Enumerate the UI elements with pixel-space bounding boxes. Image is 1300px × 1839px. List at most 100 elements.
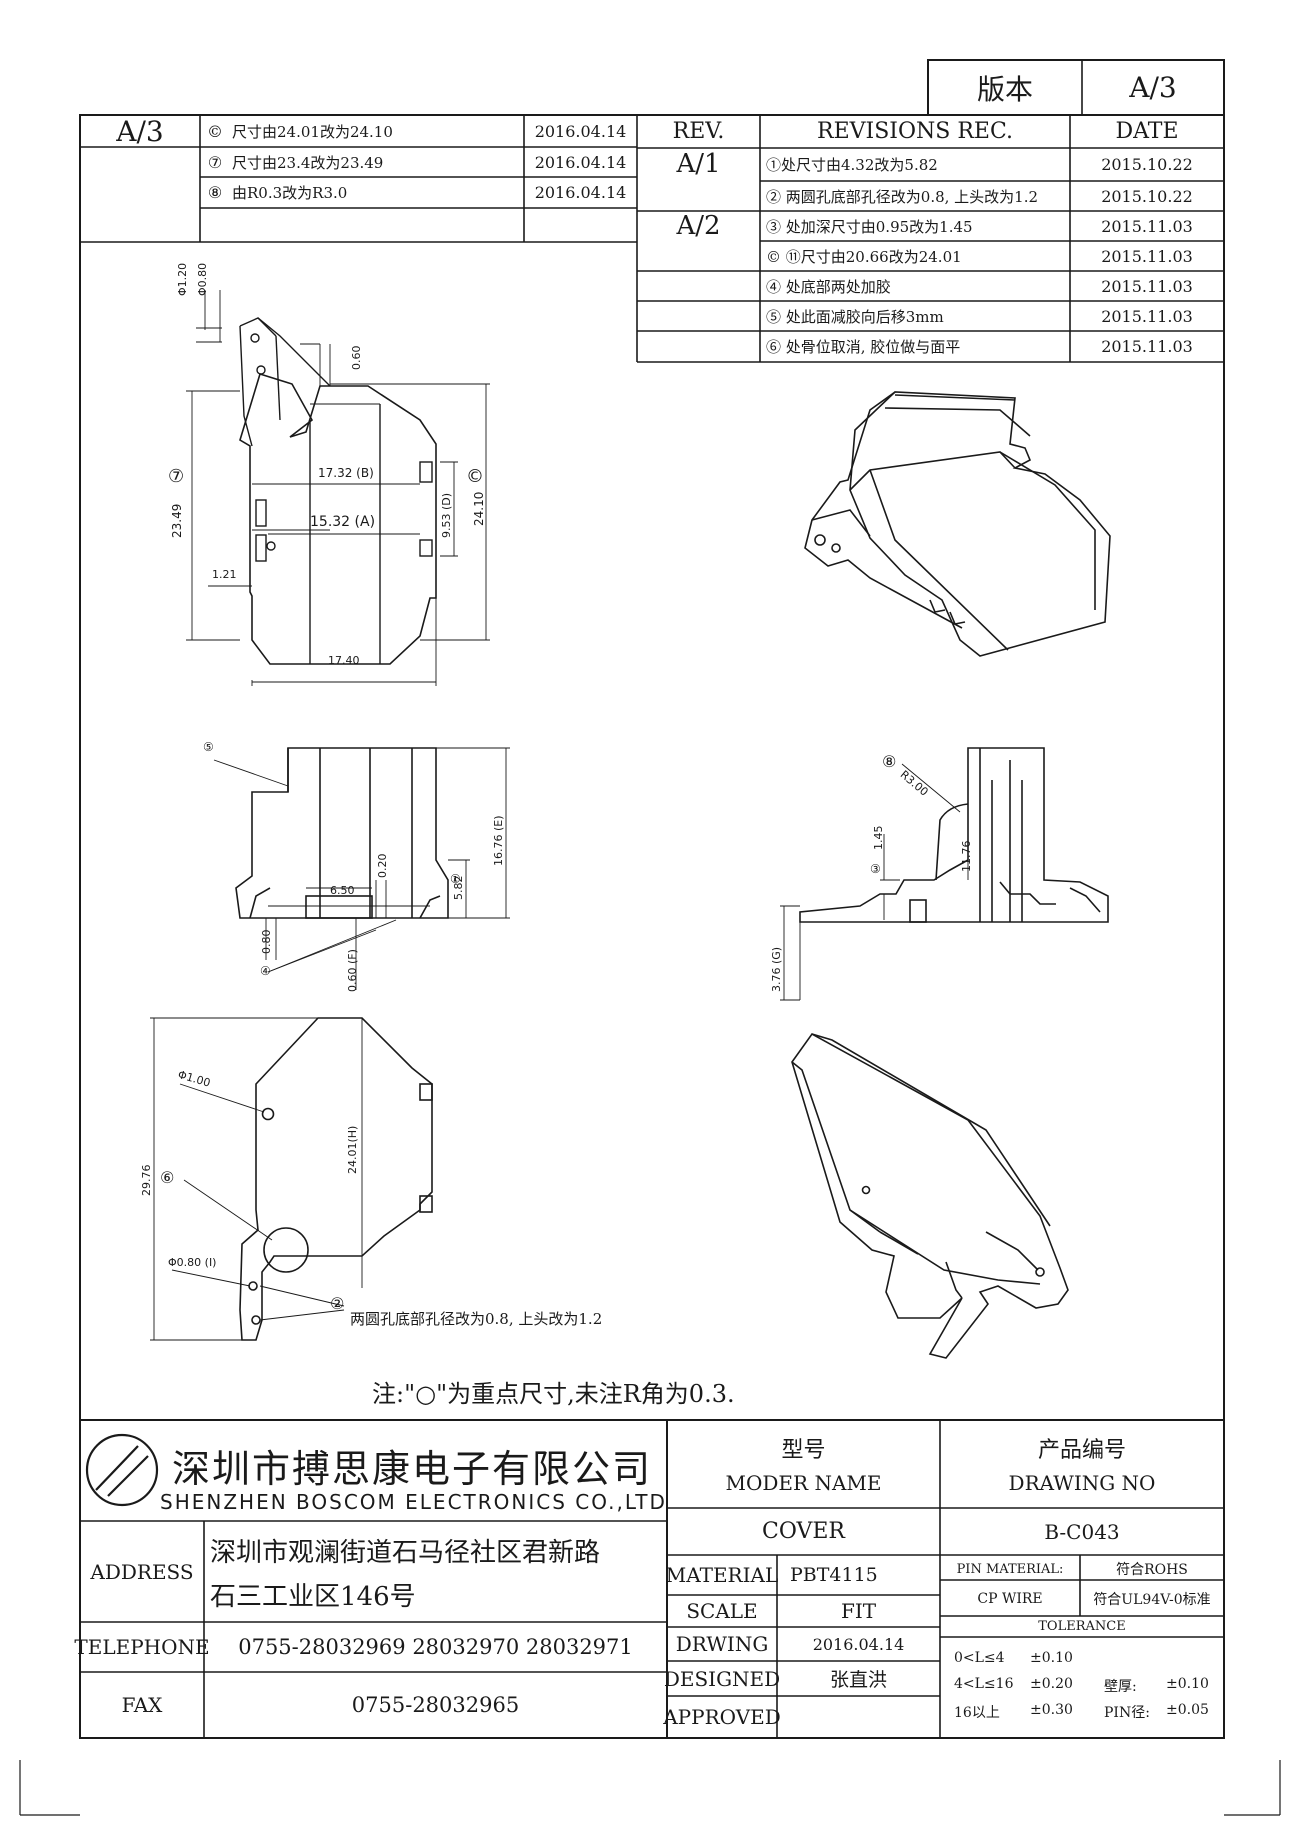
dim-label: Φ0.80 — [196, 262, 209, 296]
rev-row-date: 2015.11.03 — [1101, 246, 1193, 266]
rev-row-text: ③ 处加深尺寸由0.95改为1.45 — [766, 217, 973, 236]
address-label: ADDRESS — [90, 1559, 194, 1584]
tolerance-extra-label: PIN径: — [1104, 1705, 1150, 1721]
dim-marker: © — [466, 466, 484, 487]
rev-row-text: ⑥ 处骨位取消, 胶位做与面平 — [766, 338, 961, 356]
drawing-note: 注:"○"为重点尺寸,未注R角为0.3. — [372, 1380, 735, 1408]
rev-row-text: ⑤ 处此面减胶向后移3mm — [766, 307, 944, 326]
tolerance-label: TOLERANCE — [1038, 1619, 1126, 1634]
dim-marker: ⑧ — [882, 752, 897, 771]
drawing-label-cn: 产品编号 — [1037, 1438, 1126, 1463]
version-label: 版本 — [976, 72, 1033, 106]
approved-value — [777, 1696, 940, 1738]
rev-row-text: ② 两圆孔底部孔径改为0.8, 上头改为1.2 — [766, 187, 1039, 206]
revision-callout: 两圆孔底部孔径改为0.8, 上头改为1.2 — [350, 1310, 603, 1328]
rev-row-date: 2015.11.03 — [1101, 337, 1193, 356]
drwing-value: 2016.04.14 — [812, 1634, 905, 1654]
rev-row-text: © ⑪尺寸由20.66改为24.01 — [766, 247, 962, 266]
fax-label: FAX — [121, 1693, 163, 1717]
approved-label: APPROVED — [663, 1705, 781, 1729]
dim-label: 17.32 (B) — [318, 466, 374, 480]
rev-header-rec: REVISIONS REC. — [817, 119, 1013, 144]
tolerance-extra-label: 壁厚: — [1104, 1679, 1137, 1695]
rev-row-text: ④ 处底部两处加胶 — [766, 277, 891, 296]
drwing-label: DRWING — [675, 1632, 769, 1656]
scale-label: SCALE — [686, 1599, 758, 1623]
tolerance-value: ±0.30 — [1030, 1702, 1073, 1718]
fax-value: 0755-28032965 — [351, 1693, 520, 1717]
drawing-number: B-C043 — [1044, 1519, 1120, 1544]
version-value: A/3 — [1129, 71, 1177, 104]
designed-value: 张直洪 — [829, 1669, 887, 1691]
rev-left-mark: ⑧ — [207, 183, 223, 202]
scale-value: FIT — [840, 1599, 877, 1623]
rev-left-date: 2016.04.14 — [534, 121, 627, 141]
rev-left-date: 2016.04.14 — [534, 152, 627, 172]
rev-header-rev: REV. — [672, 119, 725, 144]
pin-material-label: PIN MATERIAL: — [956, 1561, 1064, 1577]
model-label-cn: 型号 — [781, 1438, 826, 1463]
rev-left-mark: © — [207, 121, 223, 141]
rev-left-date: 2016.04.14 — [534, 183, 627, 202]
rev-left-code: A/3 — [116, 114, 164, 148]
dim-label: 0.60 (F) — [346, 949, 359, 992]
dim-marker: ⑦ — [168, 466, 185, 487]
company-name-cn: 深圳市搏思康电子有限公司 — [172, 1447, 653, 1491]
address-line-2: 石三工业区146号 — [210, 1582, 416, 1612]
rev-row-date: 2015.11.03 — [1101, 306, 1193, 326]
tolerance-value: ±0.20 — [1030, 1676, 1073, 1692]
cp-wire-label: CP WIRE — [977, 1591, 1043, 1607]
telephone-label: TELEPHONE — [74, 1635, 210, 1659]
material-label: MATERIAL — [665, 1563, 779, 1587]
dim-label: 29.76 — [140, 1164, 153, 1197]
dim-marker: ⑤ — [203, 740, 214, 754]
material-value: PBT4115 — [790, 1564, 878, 1586]
tolerance-value: ±0.10 — [1030, 1650, 1073, 1666]
rev-group-code: A/2 — [676, 211, 721, 241]
dim-label: 24.01(H) — [346, 1125, 359, 1174]
rev-row-date: 2015.10.22 — [1101, 155, 1193, 174]
tolerance-range: 0<L≤4 — [954, 1650, 1005, 1666]
pin-material-value: 符合ROHS — [1116, 1562, 1188, 1578]
dim-marker: ④ — [260, 964, 271, 978]
rev-left-text: 尺寸由23.4改为23.49 — [232, 153, 384, 172]
rev-row-date: 2015.10.22 — [1101, 186, 1193, 206]
rev-left-mark: ⑦ — [207, 152, 223, 172]
telephone-value: 0755-28032969 28032970 28032971 — [238, 1635, 633, 1659]
dim-marker: ⑥ — [160, 1168, 175, 1187]
dim-label: 6.50 — [330, 884, 355, 897]
cp-wire-value: 符合UL94V-0标准 — [1093, 1592, 1211, 1608]
dim-label: 0.60 — [350, 345, 363, 371]
dim-label: Φ0.80 (I) — [168, 1256, 217, 1269]
model-label-en: MODER NAME — [725, 1471, 882, 1495]
rev-left-text: 尺寸由24.01改为24.10 — [232, 122, 393, 141]
tolerance-range: 16以上 — [954, 1705, 1000, 1721]
dim-label: 23.49 — [170, 503, 184, 538]
designed-label: DESIGNED — [663, 1666, 781, 1691]
rev-left-text: 由R0.3改为R3.0 — [232, 184, 348, 202]
rev-row-date: 2015.11.03 — [1101, 216, 1193, 236]
dim-label: 0.20 — [376, 853, 389, 879]
tolerance-range: 4<L≤16 — [954, 1676, 1014, 1692]
dim-label: 3.76 (G) — [770, 946, 783, 992]
address-line-1: 深圳市观澜街道石马径社区君新路 — [210, 1538, 601, 1568]
rev-group-code: A/1 — [676, 149, 721, 179]
dim-label: 24.10 — [472, 491, 486, 526]
rev-row-text: ①处尺寸由4.32改为5.82 — [766, 156, 938, 174]
dim-marker: ③ — [870, 862, 881, 876]
dim-label: 16.76 (E) — [492, 815, 505, 866]
dim-label: 0.80 — [260, 929, 273, 955]
dim-label: 11.76 — [960, 840, 973, 873]
dim-label: 9.53 (D) — [440, 492, 453, 538]
dim-label: 17.40 — [328, 654, 360, 667]
company-name-en: SHENZHEN BOSCOM ELECTRONICS CO.,LTD — [160, 1490, 667, 1514]
model-name: COVER — [762, 1519, 845, 1544]
tolerance-extra-value: ±0.10 — [1166, 1676, 1209, 1692]
dim-label: 15.32 (A) — [310, 514, 376, 530]
dim-label: 1.45 — [872, 825, 885, 851]
dim-label: Φ1.20 — [176, 262, 189, 296]
rev-row-date: 2015.11.03 — [1101, 276, 1193, 296]
dim-marker: ② — [330, 1294, 345, 1313]
tolerance-extra-value: ±0.05 — [1166, 1702, 1209, 1718]
